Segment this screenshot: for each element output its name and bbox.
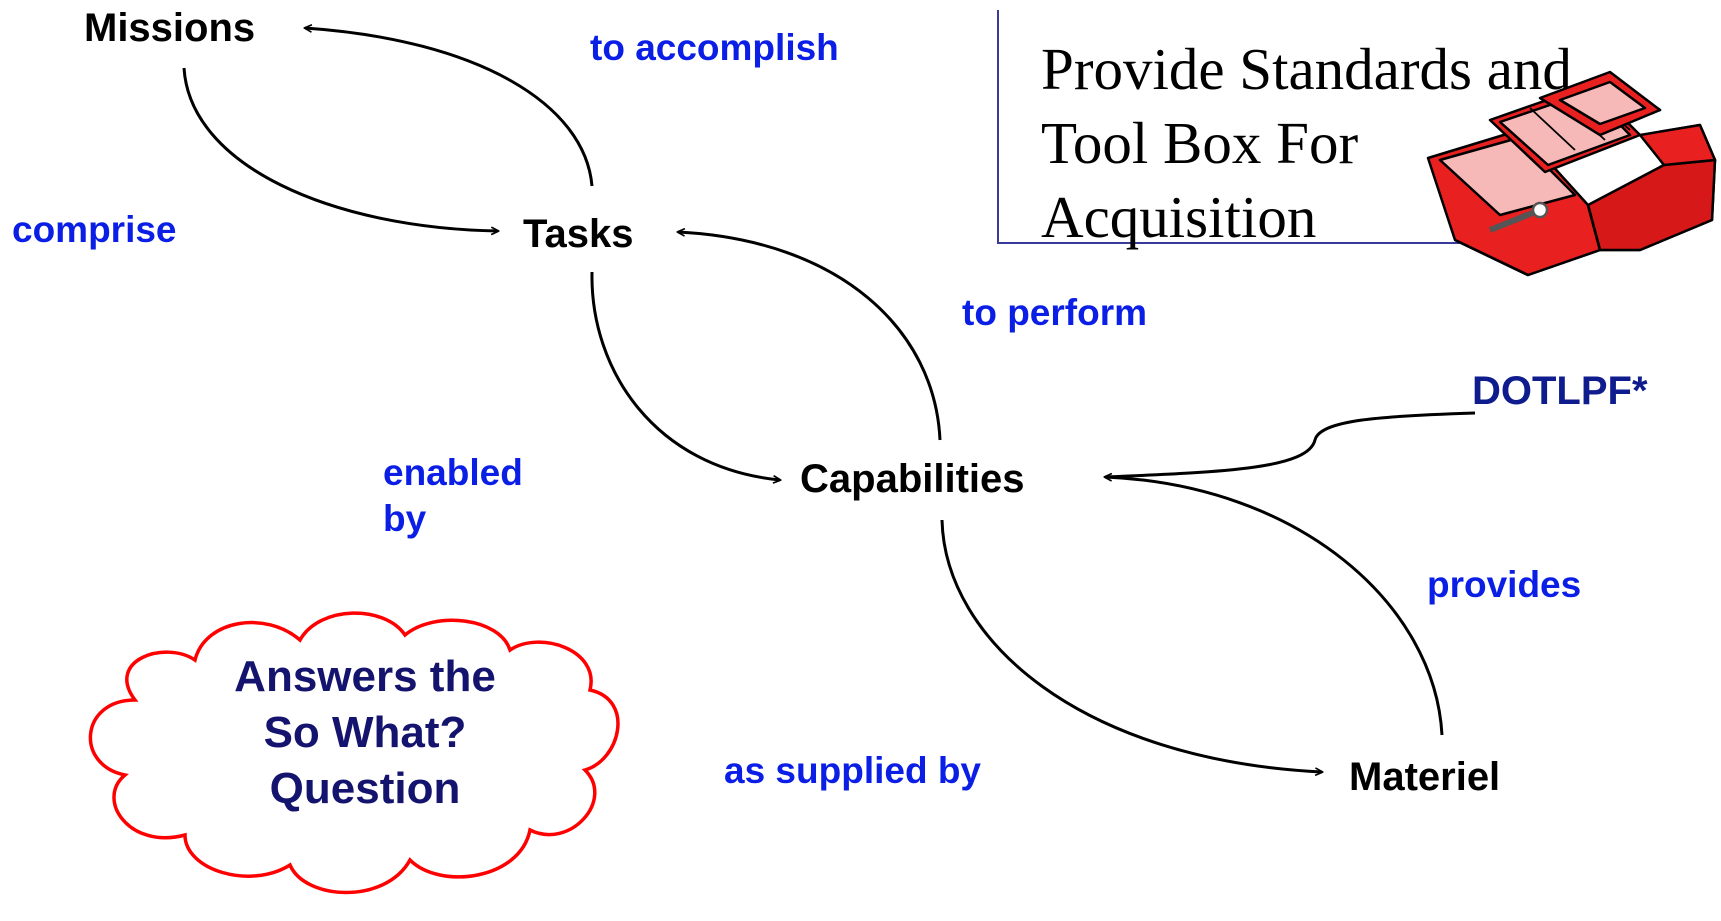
label-enabled-line1: enabled [383,452,523,493]
node-tasks: Tasks [523,212,634,256]
label-enabled-by: enabled by [383,450,523,543]
label-provides: provides [1427,564,1582,605]
edge-tasks-to-capabilities [590,271,780,480]
label-to-accomplish: to accomplish [590,27,839,68]
node-materiel: Materiel [1349,755,1501,799]
callout-line: Acquisition [1041,184,1317,250]
cloud-line: Question [269,764,461,813]
label-as-supplied-by: as supplied by [724,750,982,791]
node-capabilities: Capabilities [800,457,1025,501]
node-missions: Missions [84,6,256,50]
edge-materiel-to-capabilities [1105,477,1444,736]
cloud-line: Answers the [234,652,496,701]
edge-capabilities-to-materiel [940,519,1322,772]
label-enabled-line2: by [383,498,427,540]
edge-capabilities-to-tasks [678,232,942,441]
label-comprise: comprise [12,209,177,250]
edge-missions-to-tasks [182,67,498,231]
cloud-text: Answers the So What? Question [190,649,540,817]
thought-cloud-icon [88,611,620,895]
callout-line: Tool Box For [1041,110,1359,176]
label-to-perform: to perform [962,292,1147,333]
callout-box: Provide Standards and Tool Box For Acqui… [997,10,1659,250]
cloud-line: So What? [263,708,467,757]
callout-line: Provide Standards and [1041,36,1572,102]
edge-dotlpf-to-capabilities [1104,411,1476,479]
label-dotlpf: DOTLPF* [1472,369,1648,413]
callout-text: Provide Standards and Tool Box For Acqui… [1041,32,1572,254]
edge-tasks-to-missions [305,28,594,187]
